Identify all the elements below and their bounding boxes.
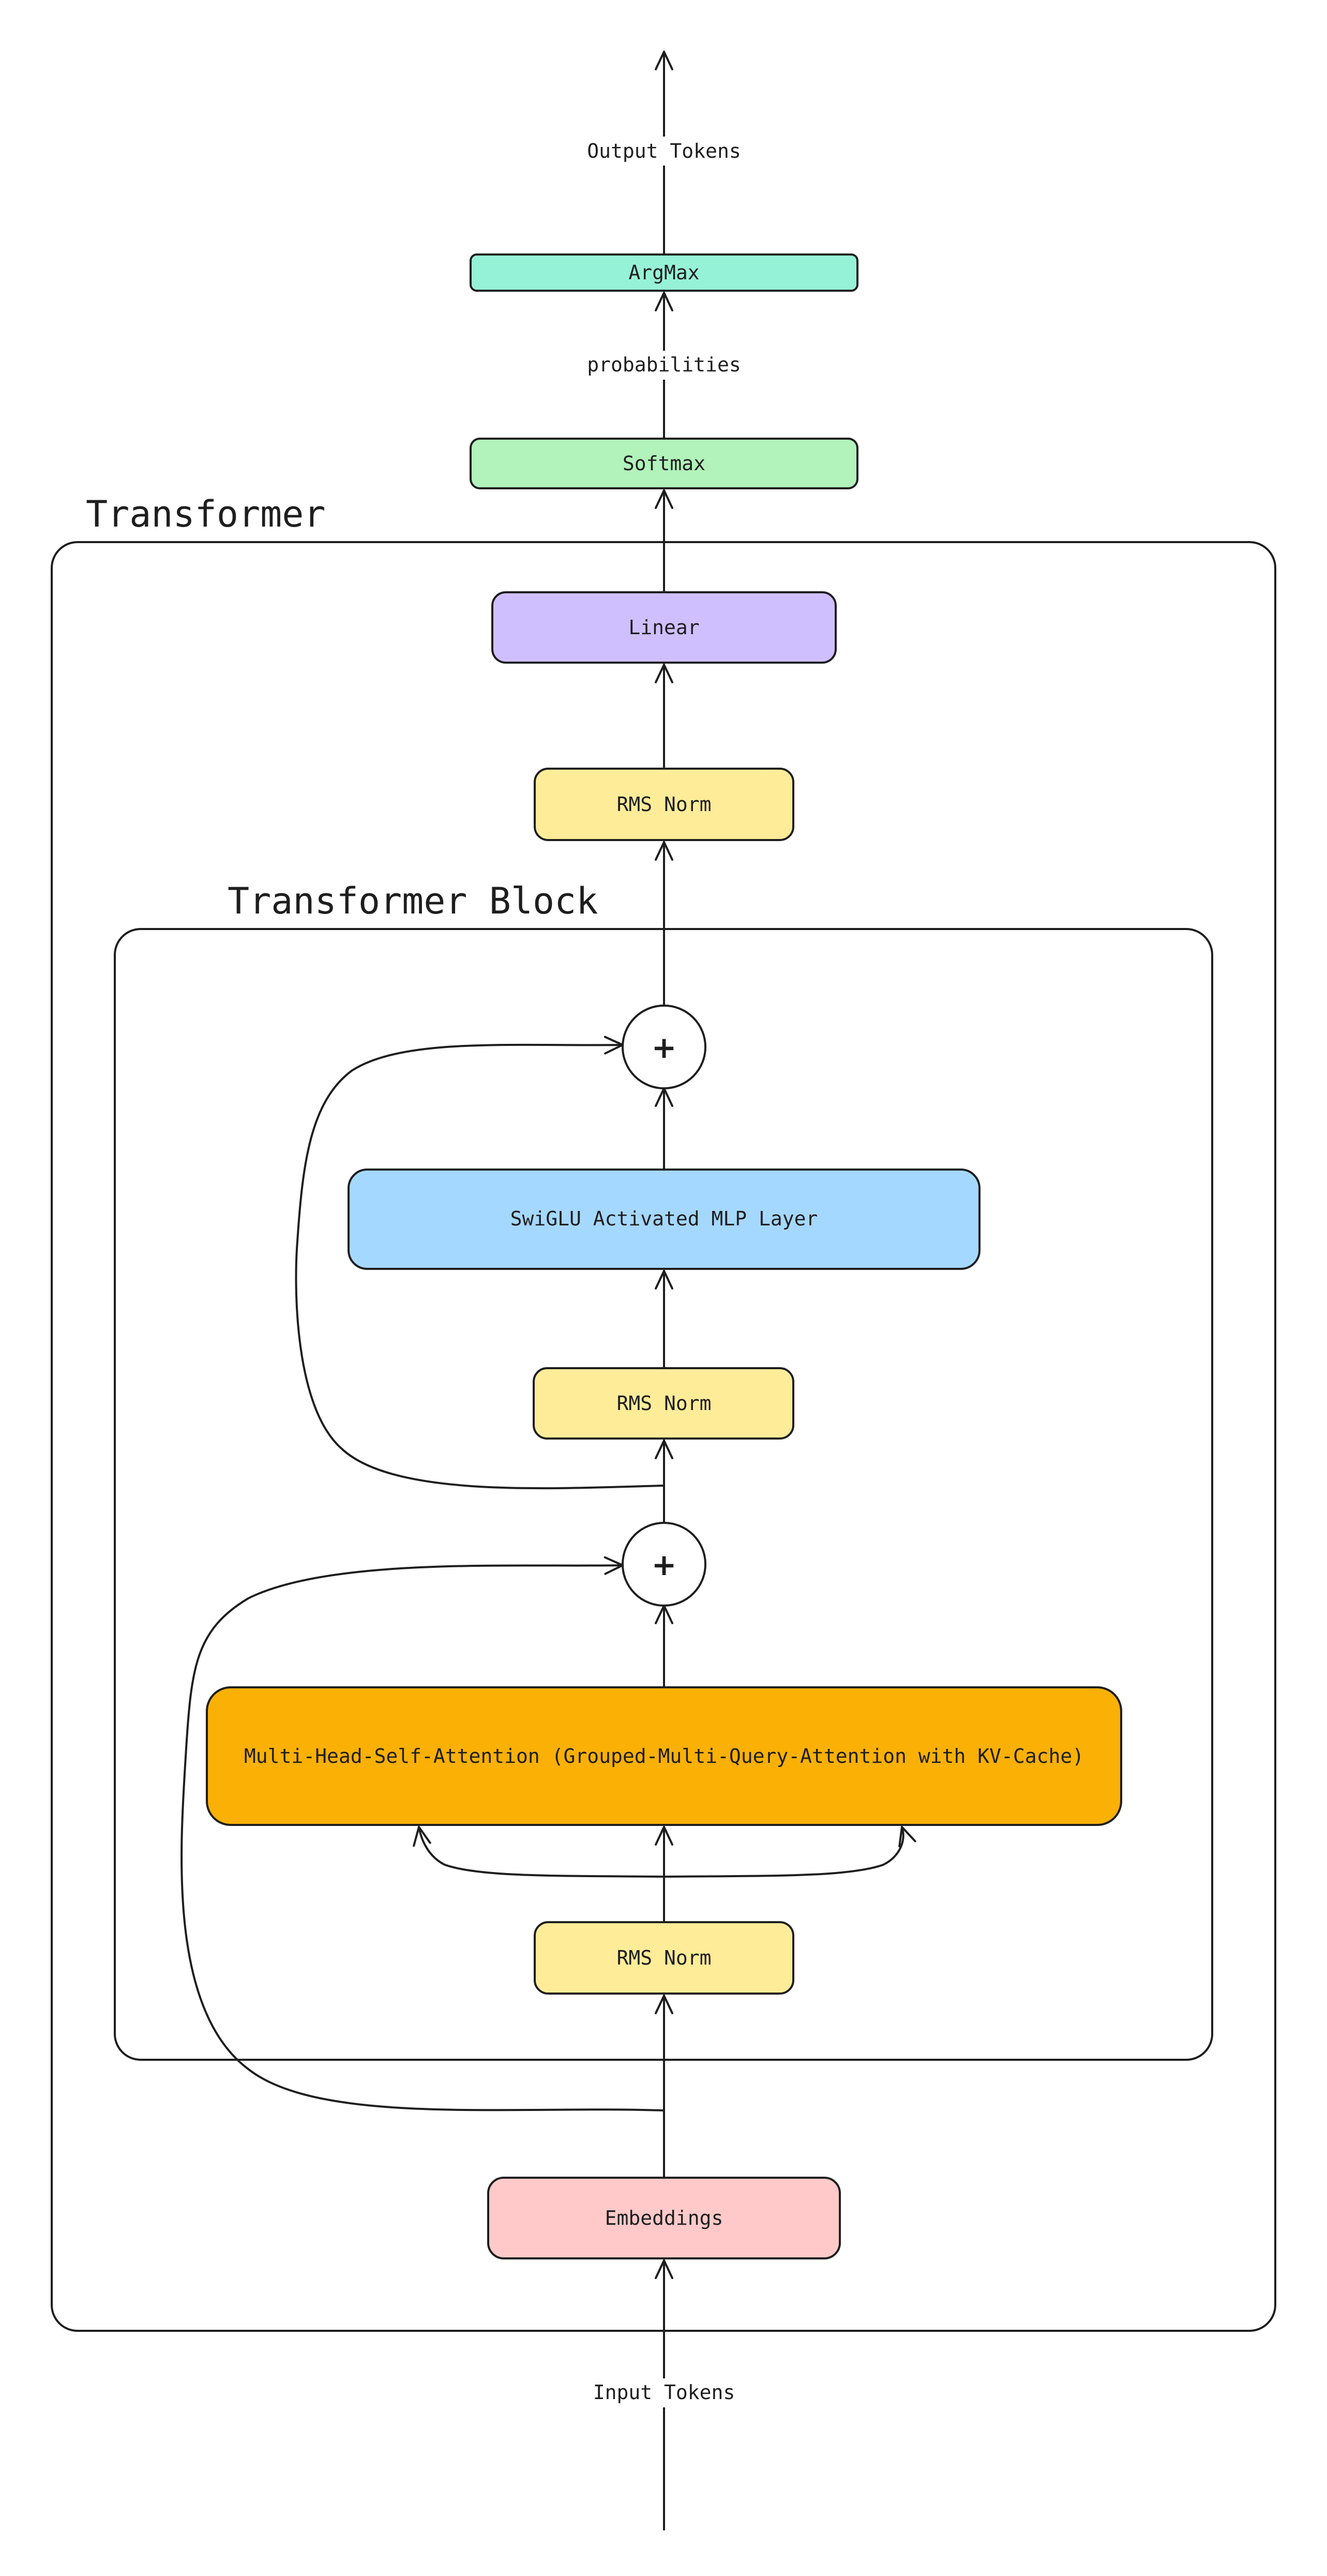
- attention-branch-right: [663, 1826, 916, 1878]
- transformer-block-title: Transformer Block: [228, 880, 598, 922]
- argmax-node: ArgMax: [470, 253, 858, 292]
- residual-arrow-mlp: [295, 1036, 665, 1490]
- linear-node: Linear: [491, 591, 837, 664]
- softmax-node: Softmax: [470, 438, 858, 489]
- rms-norm-final-node: RMS Norm: [534, 768, 794, 841]
- mlp-node: SwiGLU Activated MLP Layer: [348, 1169, 981, 1270]
- input-label-bg: [584, 2378, 744, 2407]
- probabilities-label: probabilities: [587, 353, 741, 376]
- embeddings-label: Embeddings: [605, 2207, 723, 2229]
- output-tokens-label: Output Tokens: [587, 140, 741, 162]
- embeddings-node: Embeddings: [487, 2177, 841, 2259]
- output-label-bg: [579, 137, 749, 166]
- add-attention-node: +: [622, 1522, 706, 1607]
- argmax-label: ArgMax: [628, 261, 699, 284]
- rms-norm-attention-label: RMS Norm: [616, 1946, 711, 1969]
- residual-arrow-attention: [180, 1556, 665, 2111]
- input-tokens-label: Input Tokens: [593, 2381, 735, 2404]
- rms-norm-mlp-label: RMS Norm: [616, 1392, 711, 1415]
- attention-node: Multi-Head-Self-Attention (Grouped-Multi…: [206, 1686, 1122, 1826]
- transformer-title: Transformer: [86, 493, 326, 535]
- rms-norm-final-label: RMS Norm: [616, 793, 711, 816]
- add-mlp-node: +: [622, 1005, 706, 1089]
- add-attention-symbol: +: [652, 1547, 677, 1582]
- attention-label: Multi-Head-Self-Attention (Grouped-Multi…: [244, 1745, 1084, 1768]
- add-mlp-symbol: +: [652, 1030, 677, 1065]
- mlp-label: SwiGLU Activated MLP Layer: [510, 1207, 818, 1230]
- linear-label: Linear: [628, 616, 699, 639]
- rms-norm-attention-node: RMS Norm: [534, 1921, 794, 1995]
- attention-branch-left: [413, 1826, 665, 1878]
- softmax-label: Softmax: [623, 452, 705, 475]
- probabilities-label-bg: [579, 351, 749, 380]
- rms-norm-mlp-node: RMS Norm: [533, 1367, 794, 1440]
